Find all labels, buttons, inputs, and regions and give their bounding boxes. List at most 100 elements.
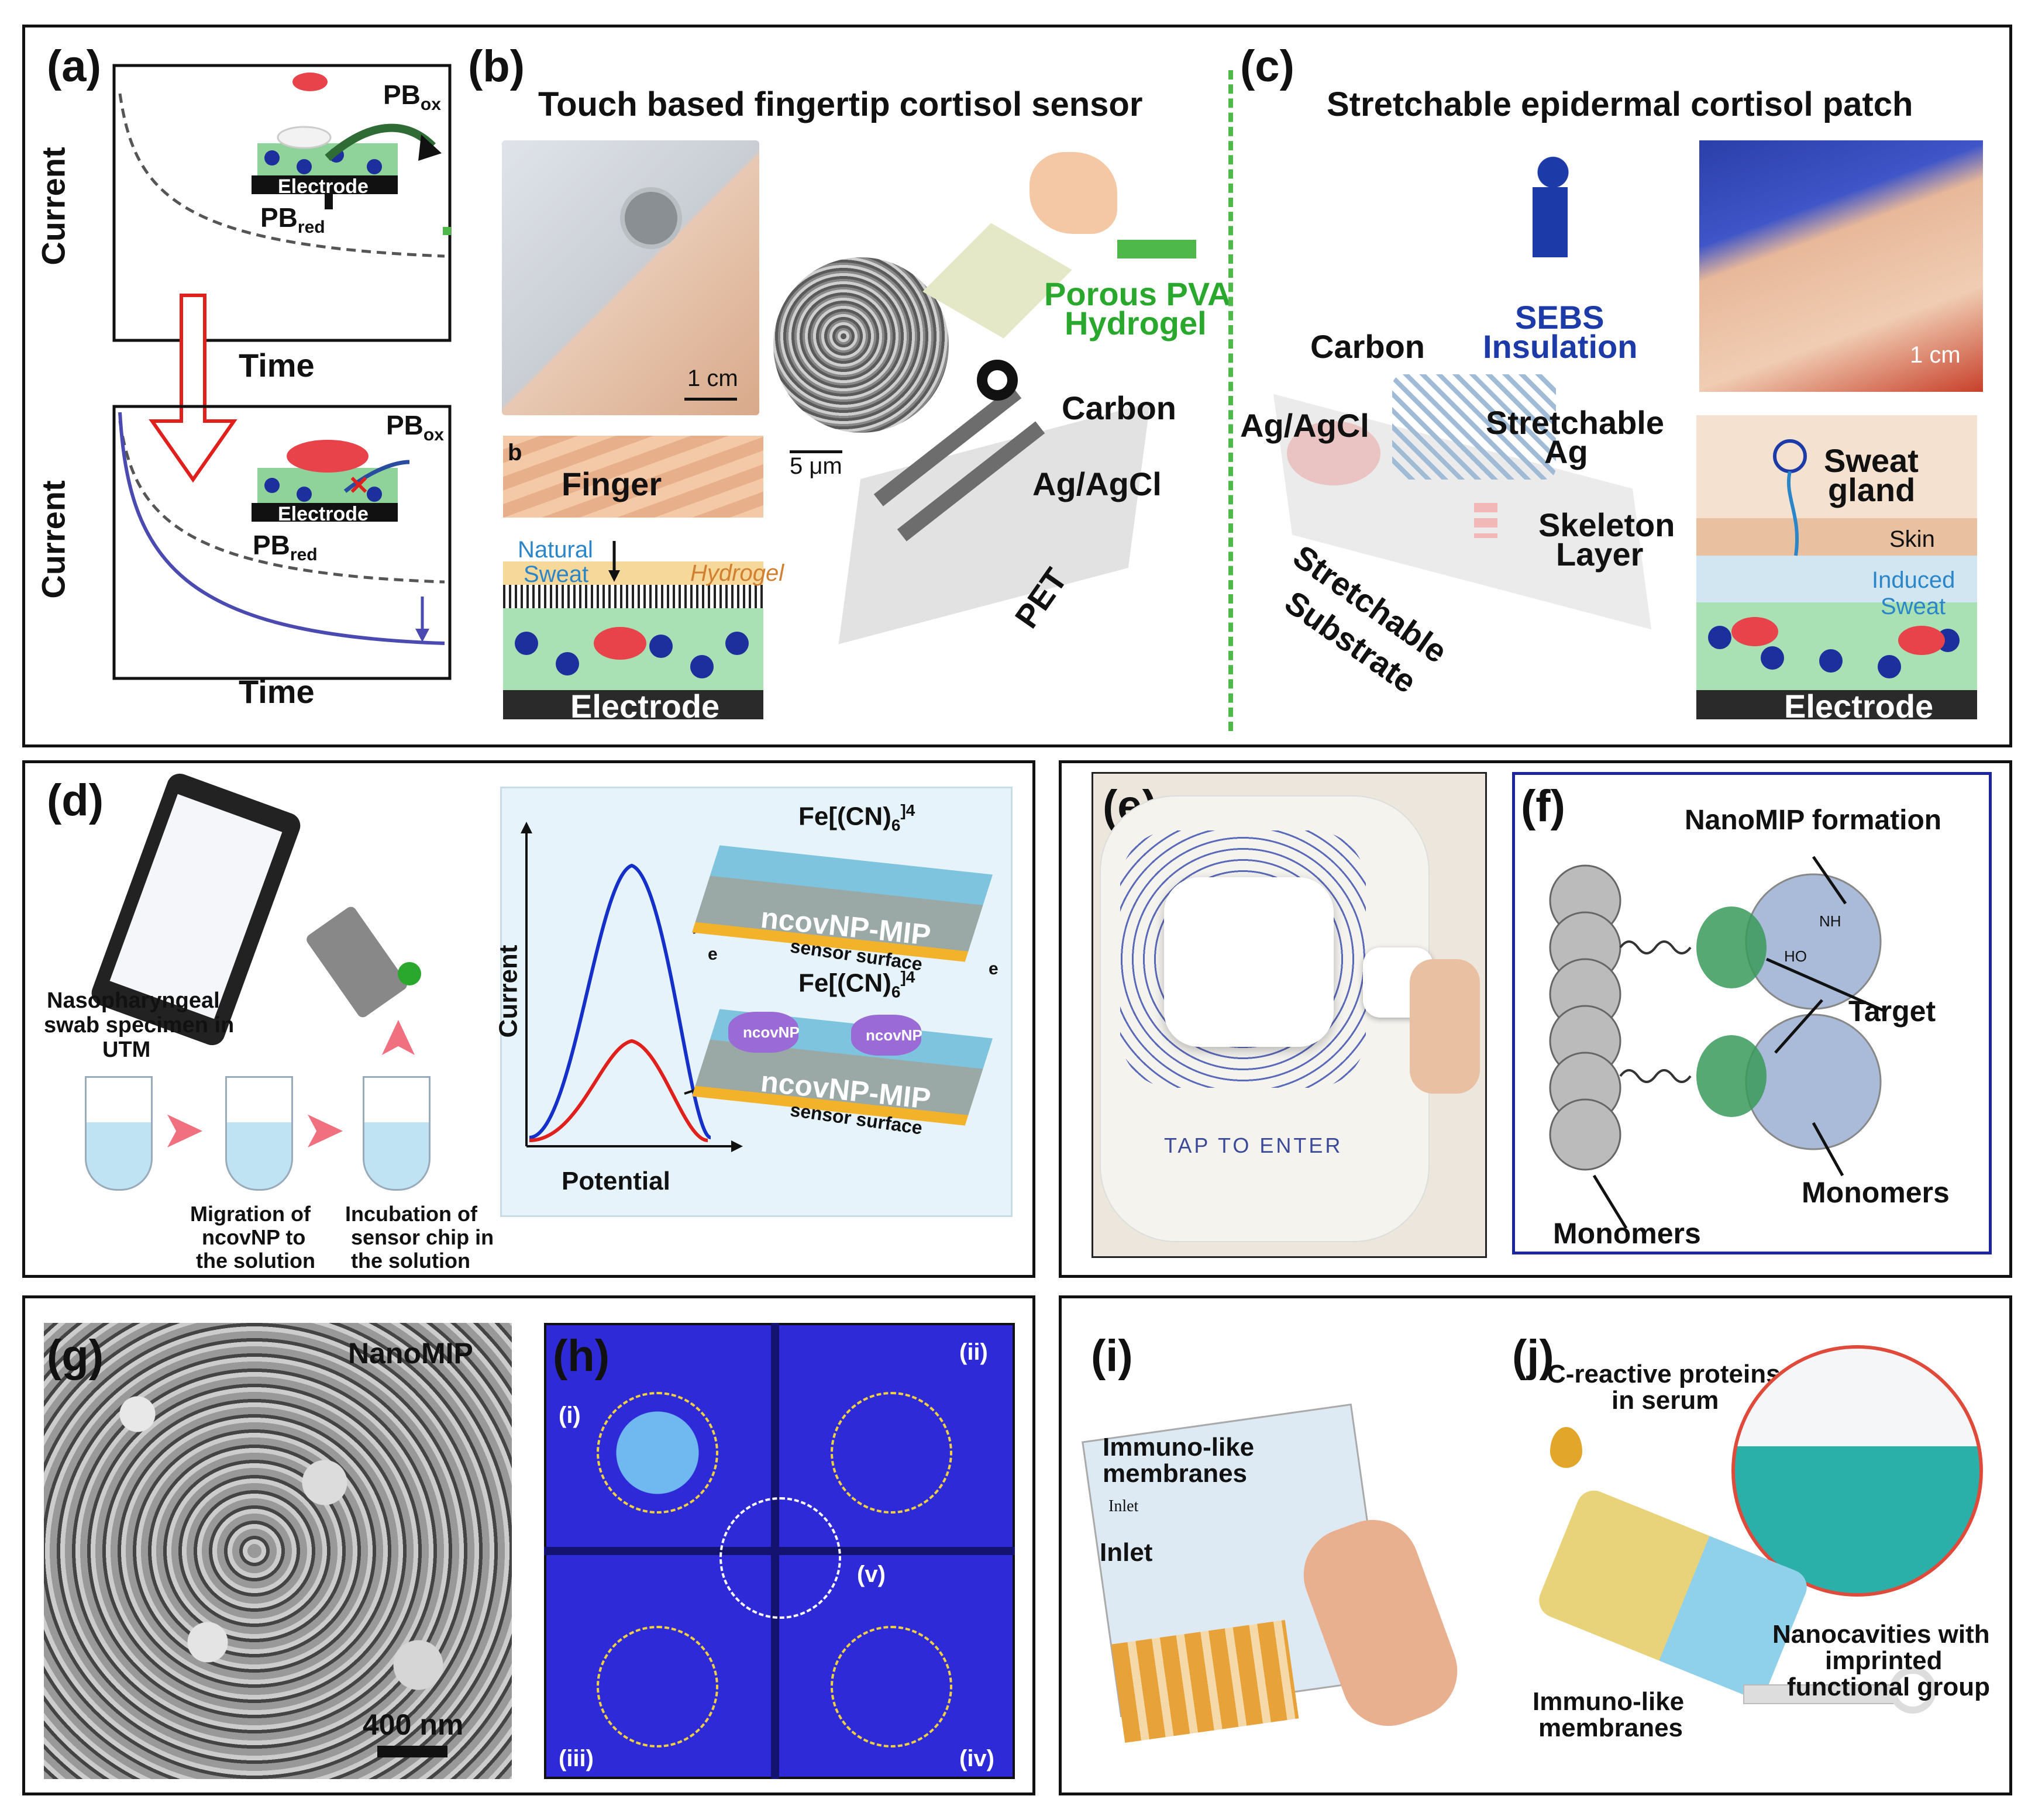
b-sem-image	[773, 257, 949, 433]
d-mig-3: the solution	[196, 1249, 315, 1273]
e-hand	[1410, 959, 1480, 1094]
c-skeleton: Skeleton	[1538, 506, 1675, 543]
d-swab-3: UTM	[102, 1037, 151, 1062]
c-gland: gland	[1828, 471, 1916, 508]
b-scale-1cm: 1 cm	[687, 366, 738, 391]
d-chip-green	[398, 962, 421, 985]
c-induced: Induced	[1872, 567, 1955, 593]
g-label: NanoMIP	[348, 1337, 473, 1370]
label-a: (a)	[47, 42, 101, 91]
c-sweat: Sweat	[1824, 442, 1919, 479]
d-ncovnp-label-2: ncovNP	[866, 1026, 922, 1044]
d-xlabel: Potential	[562, 1167, 670, 1195]
b-sem-scale	[790, 450, 842, 453]
a-pbox-top: PBox	[383, 80, 441, 115]
b-electrode-bar	[503, 690, 763, 719]
b-agagcl: Ag/AgCl	[1032, 466, 1162, 502]
j-crp-1: C-reactive proteins	[1547, 1360, 1781, 1388]
a-xlabel-top: Time	[239, 347, 315, 384]
label-j: (j)	[1512, 1331, 1554, 1381]
b-sweat: Sweat	[524, 561, 589, 587]
label-d: (d)	[47, 775, 104, 825]
d-mig-2: ncovNP to	[202, 1225, 306, 1249]
h-circle-i	[597, 1392, 718, 1514]
b-hydrogel-small: Hydrogel	[690, 560, 784, 586]
h-label-iv: (iv)	[959, 1746, 994, 1771]
b-sublabel: b	[508, 440, 522, 466]
f-frame	[1512, 772, 1992, 1254]
j-crp-2: in serum	[1612, 1386, 1719, 1415]
label-f: (f)	[1521, 781, 1565, 831]
c-induced-sweat: Sweat	[1881, 594, 1946, 619]
j-magnified-circle	[1731, 1345, 1983, 1597]
a-electrode-bottom: Electrode	[278, 503, 369, 525]
f-monomers-left: Monomers	[1553, 1217, 1701, 1250]
d-electron-1: e	[708, 945, 718, 964]
c-title: Stretchable epidermal cortisol patch	[1327, 85, 1913, 123]
b-carbon-electrode	[977, 360, 1018, 401]
label-i: (i)	[1091, 1331, 1133, 1381]
f-nh: NH	[1819, 912, 1841, 930]
bc-divider	[1228, 70, 1233, 731]
c-sebs: SEBS	[1515, 299, 1605, 336]
j-nano-3: functional group	[1787, 1673, 1991, 1701]
f-ho: HO	[1784, 947, 1807, 965]
j-nano-1: Nanocavities with	[1772, 1620, 1990, 1649]
d-arrow-2: ➤	[304, 1104, 344, 1156]
c-skeleton-squares	[1474, 503, 1497, 538]
d-swab-2: swab specimen in	[44, 1013, 235, 1037]
f-monomers-right: Monomers	[1802, 1176, 1950, 1209]
g-scale: 400 nm	[363, 1708, 464, 1741]
h-label-i: (i)	[559, 1402, 581, 1428]
d-tube-3	[363, 1076, 431, 1191]
d-ncovnp-2	[851, 1015, 921, 1056]
b-carbon: Carbon	[1062, 389, 1176, 426]
a-ylabel-bottom: Current	[35, 480, 72, 599]
b-green-strip	[1117, 240, 1196, 258]
c-patch-photo	[1699, 140, 1983, 392]
i-immuno-1: Immuno-like	[1103, 1433, 1255, 1461]
h-circle-ii	[831, 1392, 952, 1514]
label-b: (b)	[468, 42, 525, 91]
j-nano-2: imprinted	[1825, 1646, 1943, 1675]
b-natural: Natural	[518, 537, 593, 563]
b-hydrogel-layer	[503, 561, 763, 585]
b-scale-5um: 5 μm	[790, 453, 842, 479]
a-pbred-top: PBred	[260, 202, 325, 237]
h-circle-iii	[597, 1626, 718, 1747]
b-connector	[620, 187, 682, 249]
d-tube-2	[225, 1076, 293, 1191]
b-title: Touch based fingertip cortisol sensor	[538, 85, 1143, 123]
a-ylabel-top: Current	[35, 147, 72, 266]
f-target: Target	[1848, 995, 1936, 1028]
d-ncovnp-1	[728, 1012, 798, 1053]
b-finger-layer	[503, 436, 763, 518]
a-pbred-bottom: PBred	[253, 530, 318, 565]
b-finger-icon	[1030, 152, 1117, 234]
c-agagcl: Ag/AgCl	[1240, 407, 1369, 444]
d-electron-2: e	[989, 959, 998, 978]
i-inlet: Inlet	[1100, 1538, 1153, 1567]
e-tap: TAP TO ENTER	[1164, 1133, 1343, 1157]
c-insulation: Insulation	[1483, 328, 1638, 365]
d-fecn-top: Fe[(CN)6]4	[798, 801, 915, 835]
a-electrode-top: Electrode	[278, 175, 369, 198]
f-formation: NanoMIP formation	[1685, 805, 1942, 836]
b-mesh-layer	[503, 585, 763, 608]
d-ncovnp-label-1: ncovNP	[743, 1023, 800, 1041]
b-fingertip-photo	[502, 140, 759, 415]
i-inlet-small: Inlet	[1108, 1497, 1139, 1515]
c-layer: Layer	[1556, 536, 1644, 573]
j-imm-2: membranes	[1538, 1714, 1683, 1742]
b-electrode: Electrode	[570, 688, 720, 725]
d-fecn-bottom: Fe[(CN)6]4	[798, 968, 915, 1001]
a-pbox-bottom: PBox	[386, 410, 444, 445]
b-scale-bar	[684, 398, 737, 401]
d-ylabel: Current	[494, 945, 523, 1038]
label-h: (h)	[553, 1331, 610, 1381]
d-mig-1: Migration of	[190, 1202, 311, 1226]
c-red-blob	[1287, 421, 1380, 485]
i-immuno-2: membranes	[1103, 1459, 1248, 1488]
d-swab-1: Nasopharyngeal	[47, 988, 220, 1013]
c-electrode-bar	[1696, 690, 1977, 719]
